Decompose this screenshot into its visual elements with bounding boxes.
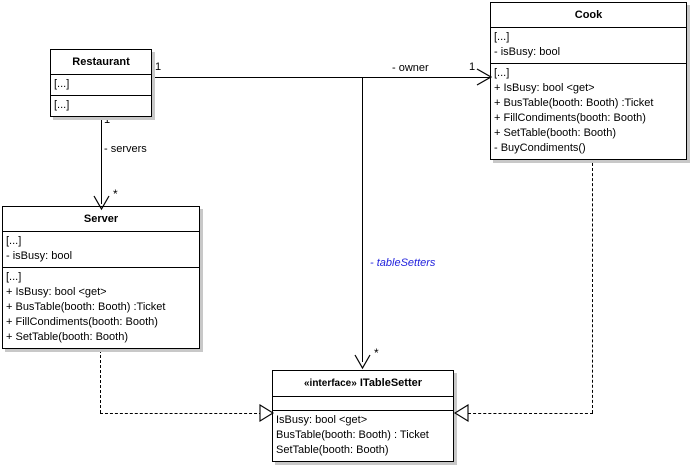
connector-server-realization-vertical <box>100 350 101 413</box>
connector-server-realization-horizontal <box>100 413 262 414</box>
connector-restaurant-server-vertical <box>101 111 102 204</box>
operations-compartment-server: [...] + IsBusy: bool <get> + BusTable(bo… <box>3 268 199 348</box>
arrowhead-to-itablesetter-top <box>354 354 371 370</box>
stereotype-label: «interface» <box>303 378 357 389</box>
operation-item: + SetTable(booth: Booth) <box>6 331 128 343</box>
multiplicity-restaurant-owner-source: 1 <box>155 61 162 73</box>
realization-triangle-server <box>259 404 275 422</box>
operation-item: + FillCondiments(booth: Booth) <box>494 112 646 124</box>
connector-restaurant-cook-horizontal <box>152 77 490 78</box>
operation-item: + SetTable(booth: Booth) <box>494 127 616 139</box>
operation-item: [...] <box>494 67 510 79</box>
attributes-compartment-itablesetter <box>273 397 453 411</box>
class-name-server: Server <box>3 207 199 232</box>
attributes-compartment-server: [...] - isBusy: bool <box>3 232 199 268</box>
attribute-item: [...] <box>6 235 22 247</box>
attributes-compartment-cook: [...] - isBusy: bool <box>491 28 686 64</box>
multiplicity-itablesetter-target: * <box>374 346 379 360</box>
attribute-item: - isBusy: bool <box>494 46 561 58</box>
class-box-cook[interactable]: Cook [...] - isBusy: bool [...] + IsBusy… <box>490 2 687 160</box>
operations-compartment-itablesetter: IsBusy: bool <get> BusTable(booth: Booth… <box>273 411 453 461</box>
operation-item: SetTable(booth: Booth) <box>276 444 389 456</box>
attribute-item: [...] <box>494 31 510 43</box>
role-label-tablesetters: - tableSetters <box>370 257 436 269</box>
operation-item: + BusTable(booth: Booth) :Ticket <box>6 301 166 313</box>
multiplicity-cook-owner-target: 1 <box>469 61 476 73</box>
interface-name-label: ITableSetter <box>359 377 423 389</box>
attribute-item: - isBusy: bool <box>6 250 73 262</box>
operations-compartment-cook: [...] + IsBusy: bool <get> + BusTable(bo… <box>491 64 686 159</box>
arrowhead-restaurant-to-cook <box>476 68 493 86</box>
class-name-restaurant: Restaurant <box>51 50 151 75</box>
operation-item: + IsBusy: bool <get> <box>494 82 595 94</box>
operation-item: [...] <box>6 271 22 283</box>
realization-triangle-cook <box>453 404 469 422</box>
operation-item: BusTable(booth: Booth) : Ticket <box>276 429 429 441</box>
role-label-servers: - servers <box>104 143 147 155</box>
class-box-server[interactable]: Server [...] - isBusy: bool [...] + IsBu… <box>2 206 200 349</box>
connector-cook-tablesetters-vertical <box>362 77 363 362</box>
multiplicity-server-target: * <box>113 187 118 201</box>
connector-cook-realization-horizontal <box>468 413 593 414</box>
operation-item: + IsBusy: bool <get> <box>6 286 107 298</box>
operation-item: + FillCondiments(booth: Booth) <box>6 316 158 328</box>
class-box-itablesetter[interactable]: «interface» ITableSetter IsBusy: bool <g… <box>272 370 454 462</box>
role-label-owner: - owner <box>392 62 429 74</box>
class-name-itablesetter: «interface» ITableSetter <box>273 371 453 397</box>
arrowhead-restaurant-to-server <box>93 195 110 211</box>
multiplicity-restaurant-servers-source: 1 <box>104 114 111 126</box>
operation-item: + BusTable(booth: Booth) :Ticket <box>494 97 654 109</box>
operation-item: - BuyCondiments() <box>494 142 586 154</box>
class-name-cook: Cook <box>491 3 686 28</box>
attributes-compartment-restaurant: [...] <box>51 75 151 96</box>
operation-item: IsBusy: bool <get> <box>276 414 368 426</box>
operation-item: [...] <box>54 99 70 111</box>
operations-compartment-restaurant: [...] <box>51 96 151 116</box>
attribute-item: [...] <box>54 78 70 90</box>
class-box-restaurant[interactable]: Restaurant [...] [...] <box>50 49 152 117</box>
connector-cook-realization-vertical <box>592 163 593 413</box>
